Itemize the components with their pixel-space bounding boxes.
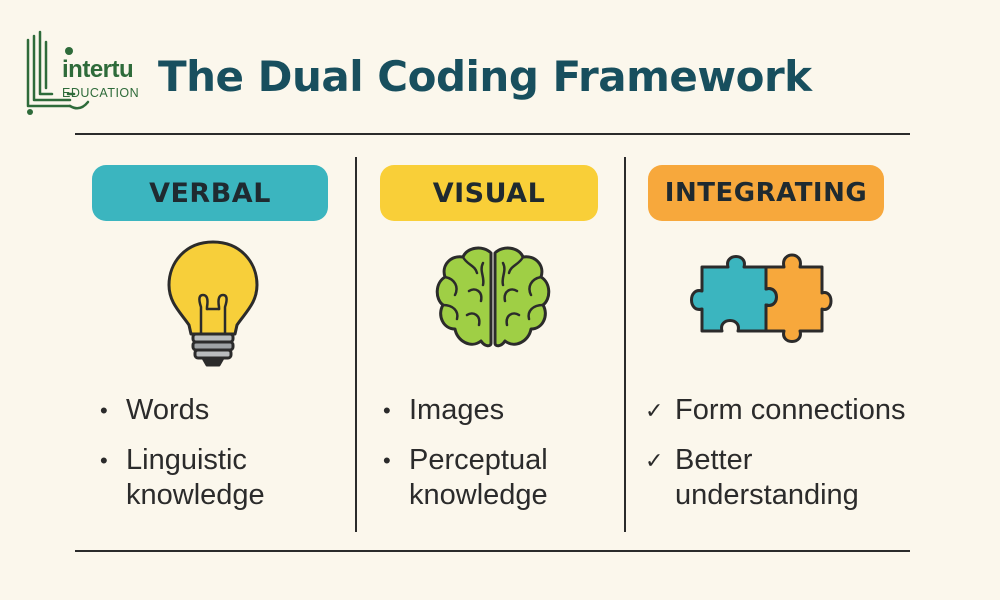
column-divider-1 (355, 157, 357, 532)
logo-name: intertu (62, 56, 134, 83)
column-divider-2 (624, 157, 626, 532)
intertu-logo: intertu EDUCATION (22, 28, 162, 118)
list-item-text: Better understanding (675, 444, 859, 511)
list-item-text: Form connections (675, 394, 906, 426)
bullet-icon: • (383, 448, 391, 473)
list-item: ✓ Better understanding (645, 443, 906, 513)
list-item-text: Images (409, 394, 505, 426)
brain-icon (435, 246, 551, 348)
lightbulb-icon (167, 240, 259, 367)
list-item: • Images (383, 393, 548, 428)
logo-subtitle: EDUCATION (62, 86, 140, 100)
list-item: ✓ Form connections (645, 393, 906, 428)
puzzle-icon (690, 253, 833, 343)
list-item-text: Words (126, 394, 210, 426)
verbal-list: • Words • Linguistic knowledge (100, 393, 265, 528)
visual-header: VISUAL (380, 165, 598, 221)
bullet-icon: • (100, 448, 108, 473)
checkmark-icon: ✓ (645, 398, 664, 423)
integrating-list: ✓ Form connections ✓ Better understandin… (645, 393, 906, 528)
bottom-divider (75, 550, 910, 552)
list-item: • Words (100, 393, 265, 428)
checkmark-icon: ✓ (645, 448, 664, 473)
book-logo-icon (26, 30, 90, 115)
bullet-icon: • (100, 398, 108, 423)
page-title: The Dual Coding Framework (158, 52, 812, 101)
bullet-icon: • (383, 398, 391, 423)
list-item: • Linguistic knowledge (100, 443, 265, 513)
visual-list: • Images • Perceptual knowledge (383, 393, 548, 528)
integrating-header: INTEGRATING (648, 165, 884, 221)
list-item: • Perceptual knowledge (383, 443, 548, 513)
verbal-header: VERBAL (92, 165, 328, 221)
list-item-text: Perceptual knowledge (409, 444, 548, 511)
list-item-text: Linguistic knowledge (126, 444, 265, 511)
top-divider (75, 133, 910, 135)
